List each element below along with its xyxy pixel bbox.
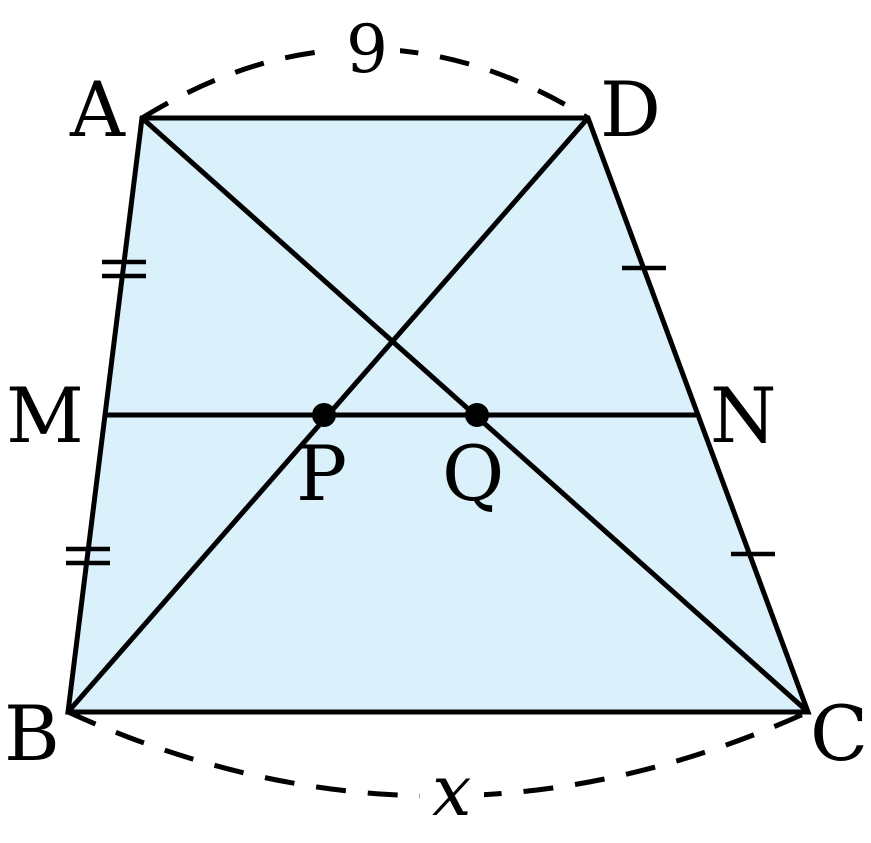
vertex-label-b: B <box>4 689 60 778</box>
vertex-label-c: C <box>810 689 868 778</box>
vertex-label-p: P <box>296 429 347 518</box>
vertex-label-d: D <box>600 65 661 154</box>
vertex-label-n: N <box>710 371 777 460</box>
double-tick-am <box>102 259 146 279</box>
vertex-label-q: Q <box>442 429 504 518</box>
bottom-length-label: x <box>432 750 471 832</box>
point-p <box>312 403 336 427</box>
point-q <box>465 403 489 427</box>
vertex-label-m: M <box>6 371 84 460</box>
vertex-label-a: A <box>69 65 126 154</box>
double-tick-mb <box>66 546 110 566</box>
top-length-label: 9 <box>346 11 388 88</box>
